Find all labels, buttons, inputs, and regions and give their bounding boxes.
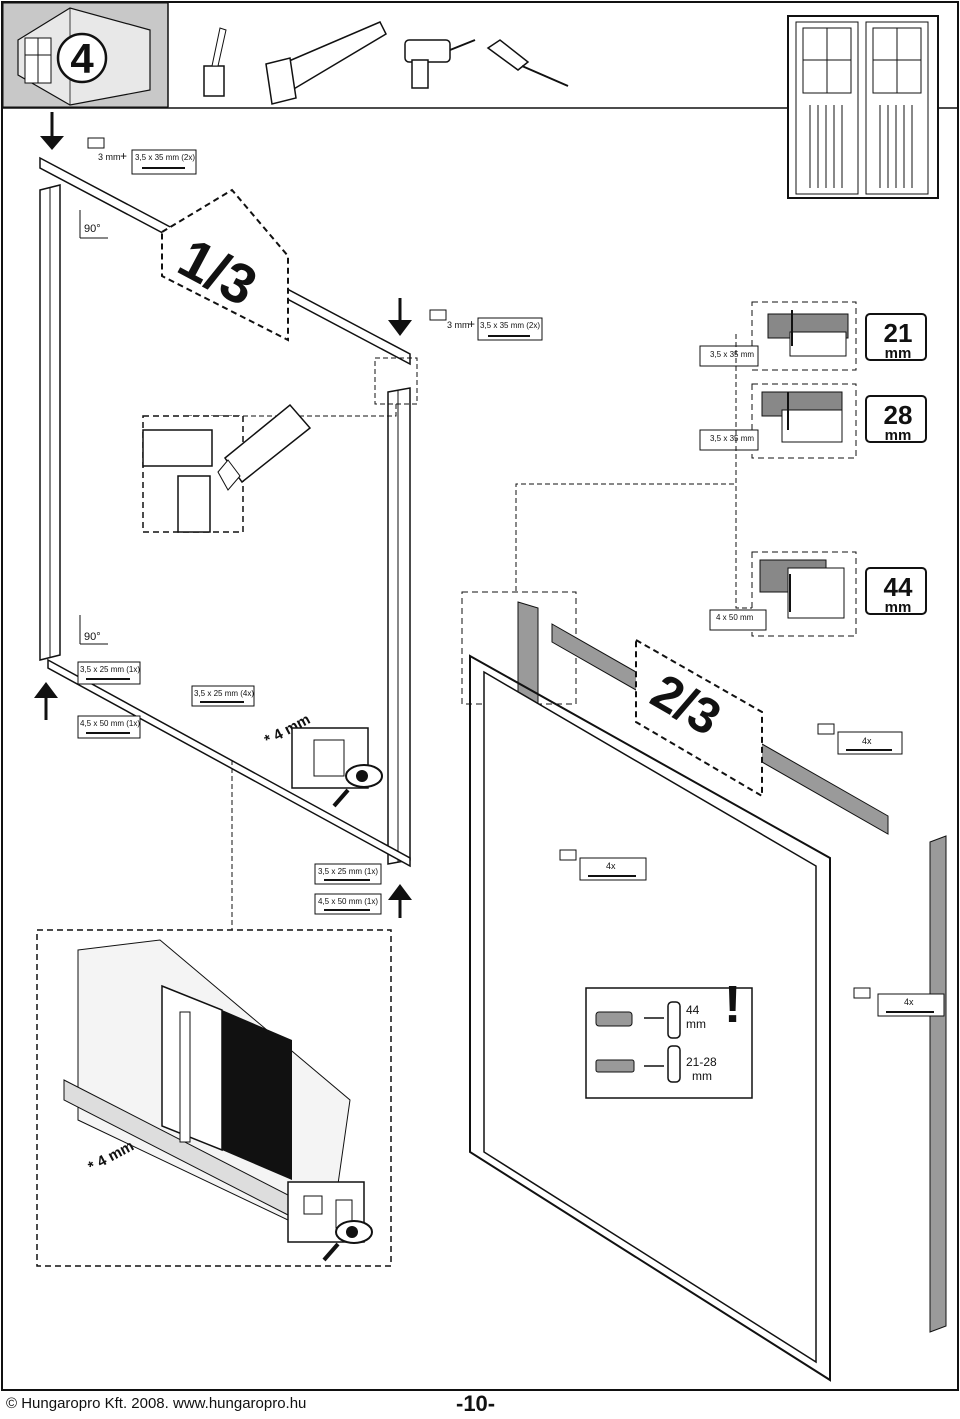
page-number: -10- <box>456 1391 496 1416</box>
double-door-preview <box>787 15 939 199</box>
svg-text:4,5 x 50 mm (1x): 4,5 x 50 mm (1x) <box>318 897 378 906</box>
footer-copyright: © Hungaropro Kft. 2008. www.hungaropro.h… <box>6 1395 307 1412</box>
svg-text:21-28: 21-28 <box>686 1055 717 1069</box>
screw-label-2x: 3,5 x 35 mm (2x) <box>135 153 195 162</box>
svg-text:!: ! <box>724 976 741 1034</box>
drill-callout-right: 3 mm + 3,5 x 35 mm (2x) <box>388 298 543 341</box>
step-number: 4 <box>70 35 94 82</box>
svg-text:4x: 4x <box>862 736 872 746</box>
angle-marker-bottom: 90° <box>79 615 108 645</box>
angle-marker-top: 90° <box>79 210 108 239</box>
drill-qty-callout-2: 4x <box>559 849 647 881</box>
svg-text:mm: mm <box>885 345 912 362</box>
profile-detail-44: 4 x 50 mm 44 mm <box>709 551 927 637</box>
inspect-eye-icon-2 <box>287 1181 373 1262</box>
drill-bit-label: 3 mm <box>98 152 121 162</box>
svg-text:+: + <box>120 149 127 163</box>
detail-connector-lines <box>515 334 752 609</box>
power-drill-icon <box>404 39 476 89</box>
svg-text:4 x 50 mm: 4 x 50 mm <box>716 613 754 622</box>
drill-qty-callout-1: 4x <box>817 723 903 755</box>
frame-right-post <box>387 387 411 865</box>
fraction-two-thirds: 2/3 <box>635 638 763 798</box>
screwdriver-icon <box>486 39 569 87</box>
glue-bottle-icon <box>217 403 312 491</box>
svg-text:mm: mm <box>885 427 912 444</box>
step-header: 4 <box>2 2 169 108</box>
svg-text:90°: 90° <box>84 223 101 235</box>
step-circle <box>56 32 108 84</box>
svg-text:90°: 90° <box>84 631 101 643</box>
hand-saw-icon <box>265 21 387 105</box>
svg-text:3 mm: 3 mm <box>447 320 470 330</box>
page-border <box>1 1 959 1391</box>
svg-text:44: 44 <box>686 1003 700 1017</box>
bottom-right-screws: 3,5 x 25 mm (1x) 4,5 x 50 mm (1x) <box>314 863 412 918</box>
tape-measure-icon <box>203 27 227 97</box>
svg-text:44: 44 <box>884 572 913 602</box>
svg-text:3,5 x 25 mm (1x): 3,5 x 25 mm (1x) <box>318 867 378 876</box>
svg-text:mm: mm <box>692 1069 712 1083</box>
svg-text:4,5 x 50 mm (1x): 4,5 x 50 mm (1x) <box>80 719 140 728</box>
frame-left-post <box>39 184 61 661</box>
svg-text:3,5 x 25 mm (4x): 3,5 x 25 mm (4x) <box>194 689 254 698</box>
svg-text:4x: 4x <box>904 997 914 1007</box>
frame-bottom-sill <box>47 658 411 868</box>
joint-detail-box <box>142 357 418 533</box>
svg-text:3,5 x 35 mm: 3,5 x 35 mm <box>710 350 754 359</box>
svg-text:3,5 x 35 mm (2x): 3,5 x 35 mm (2x) <box>480 321 540 330</box>
svg-text:3,5 x 25 mm (1x): 3,5 x 25 mm (1x) <box>80 665 140 674</box>
svg-text:3,5 x 35 mm: 3,5 x 35 mm <box>710 434 754 443</box>
profile-warning-box: 44 mm 21-28 mm ! <box>585 976 753 1099</box>
profile-detail-21: 3,5 x 35 mm 21 mm <box>699 301 927 371</box>
svg-text:28: 28 <box>884 400 913 430</box>
profile-detail-28: 3,5 x 35 mm 28 mm <box>699 383 927 459</box>
svg-text:mm: mm <box>885 599 912 616</box>
svg-text:+: + <box>468 317 475 331</box>
drill-callout-top: 3 mm + 3,5 x 35 mm (2x) <box>40 112 197 175</box>
drill-qty-callout-3: 4x <box>853 987 945 1017</box>
svg-text:mm: mm <box>686 1017 706 1031</box>
fraction-one-third: 1/3 <box>161 188 289 342</box>
svg-text:4x: 4x <box>606 861 616 871</box>
inspect-eye-icon-1 <box>291 727 383 808</box>
svg-text:21: 21 <box>884 318 913 348</box>
